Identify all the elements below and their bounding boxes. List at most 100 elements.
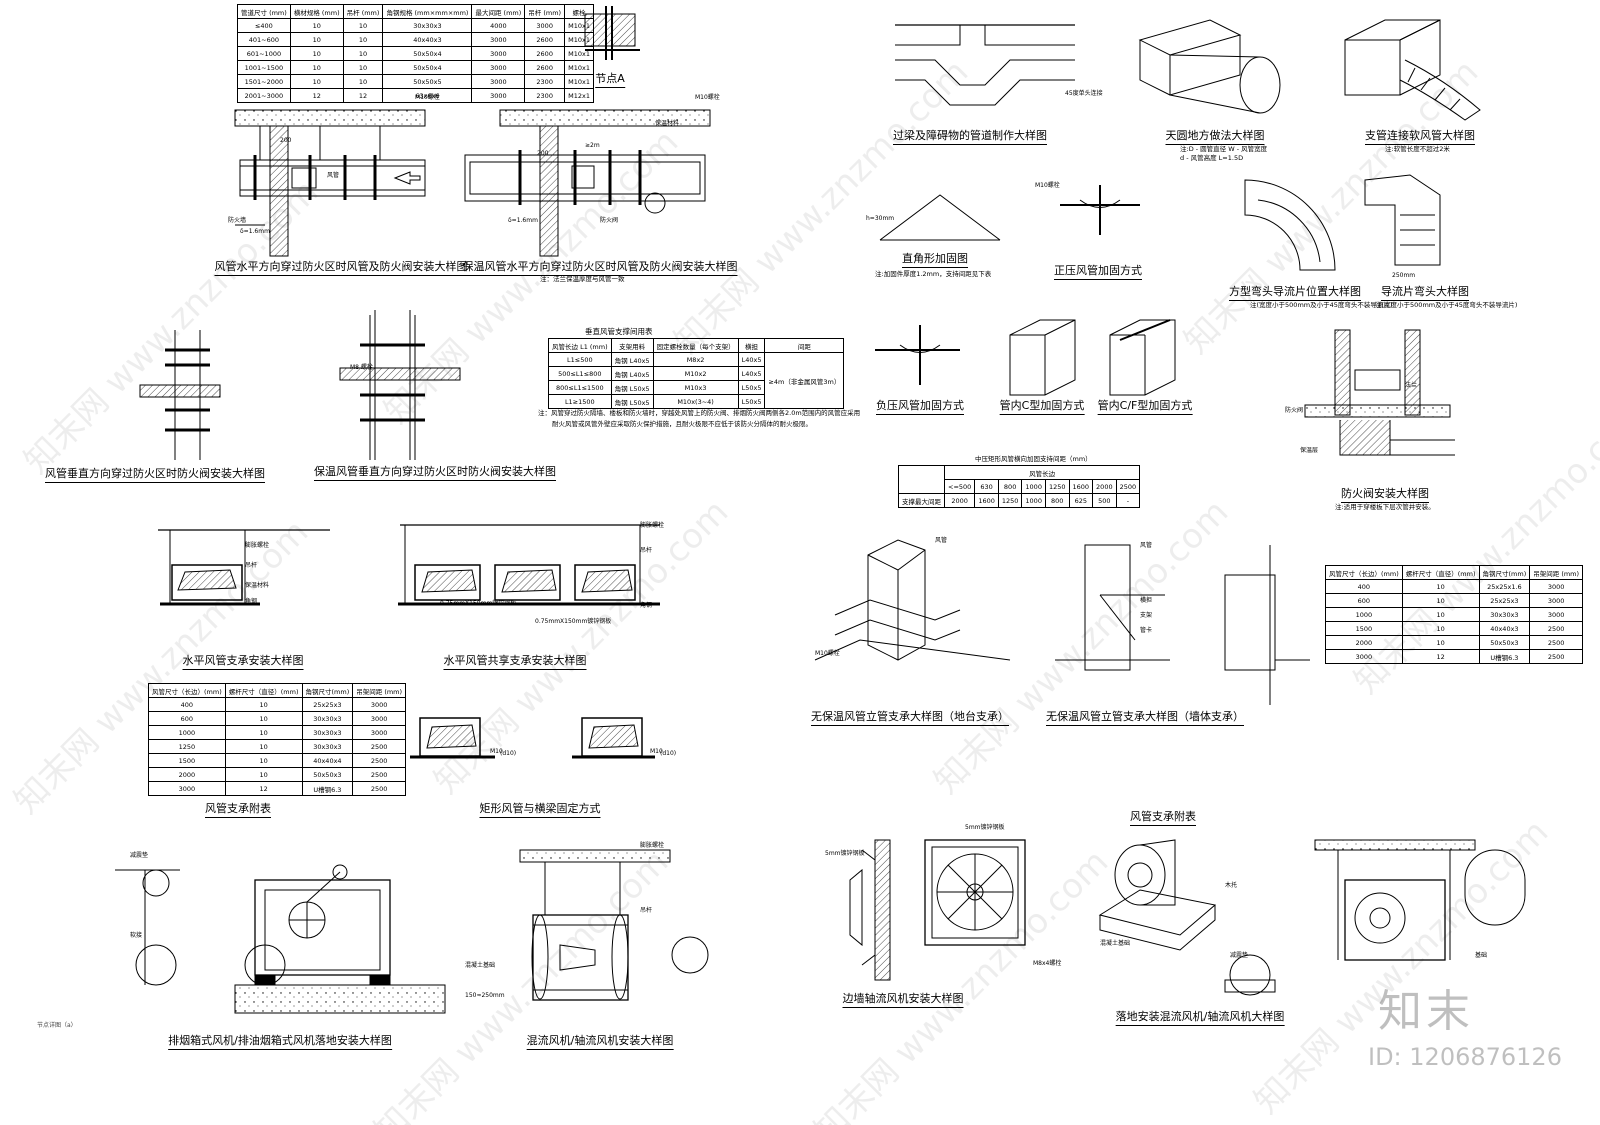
cell: M10x2 (652, 366, 739, 381)
th-top-6: 螺栓 (564, 4, 594, 19)
cell: 10 (289, 32, 344, 47)
caption-square-elbow: 方型弯头导流片位置大样图 (1229, 283, 1361, 301)
cell: 50x50x3 (301, 767, 354, 782)
cell: 10 (289, 18, 344, 33)
note-right-angle: 注:加固件厚度1.2mm，支持间距见下表 (875, 270, 992, 278)
cell: 10 (224, 711, 303, 726)
cell: 630 (974, 479, 999, 494)
label-insulation-2: 保温材料 (245, 582, 270, 589)
label-base: 基础 (1475, 952, 1488, 959)
label-m10-3: M10螺栓 (1035, 182, 1060, 189)
caption-support-table-2: 风管支承附表 (1130, 808, 1196, 826)
label-m8x4: M8x4螺栓 (1033, 960, 1062, 967)
th-top-5: 吊杆 (mm) (524, 4, 566, 19)
cell: 1600 (974, 493, 999, 508)
label-soft-1: 软接 (130, 932, 143, 939)
cell: U槽钢6.3 (301, 781, 354, 796)
label-hanger-2: 吊杆 (640, 547, 653, 554)
floor-mixed-drawing (1098, 839, 1217, 951)
cell: 1500 (148, 753, 226, 768)
cell: 30x30x3 (301, 725, 354, 740)
cell: 2600 (524, 32, 566, 47)
label-duct-2: 风管 (935, 537, 948, 544)
cell: 角钢 L50x5 (610, 380, 654, 395)
cf-type-drawing (1109, 319, 1176, 396)
cell: 10 (224, 697, 303, 712)
cell: 10 (342, 18, 384, 33)
cell: 角钢 L40x5 (610, 366, 654, 381)
cell: 2600 (524, 46, 566, 61)
cell: L1≥1500 (548, 394, 612, 409)
caption-h-support: 水平风管支承安装大样图 (183, 652, 304, 670)
note-fire-damper: 注:适用于穿楼板下层次管井安装。 (1335, 503, 1435, 511)
note-branch: 注:软管长度不超过2米 (1385, 145, 1450, 153)
caption-h-shared: 水平风管共享支承安装大样图 (444, 652, 587, 670)
cell: 2500 (1529, 649, 1584, 664)
label-steel-band-1: 0.75mmX150mm镀锌钢板 (440, 600, 517, 607)
h-support-drawing (158, 529, 330, 606)
cell: 3000 (471, 74, 526, 89)
cell: 2500 (352, 739, 407, 754)
cell: 3000 (1529, 593, 1584, 608)
cell: 500≤L1≤800 (548, 366, 612, 381)
caption-wall-fan: 边墙轴流风机安装大样图 (843, 990, 964, 1008)
caption-v-fire-insulated: 保温风管垂直方向穿过防火区时防火阀安装大样图 (314, 463, 556, 481)
label-flange: 法兰 (1405, 382, 1418, 389)
cell: 10 (289, 74, 344, 89)
cell: 1250 (997, 493, 1023, 508)
th-top-2: 吊杆 (mm) (342, 4, 384, 19)
mixed-fan-drawing (519, 849, 709, 1001)
table-support-2: 风管尺寸（长边）(mm) 螺杆尺寸（直径）(mm) 角钢尺寸(mm) 吊架间距 … (1325, 565, 1584, 664)
cell: 1001~1500 (237, 60, 291, 75)
label-dim5mm-1: 5mm镀锌钢板 (825, 850, 865, 857)
smoke-box-drawing (115, 864, 446, 1014)
label-dim250: 250mm (1392, 272, 1416, 279)
cell: 2000 (943, 493, 976, 508)
label-angle-2: 角钢 (640, 602, 653, 609)
label-wood: 木托 (1225, 882, 1238, 889)
cell: 3000 (352, 697, 407, 712)
cell: 40x40x4 (301, 753, 354, 768)
cell: 3000 (1325, 649, 1403, 664)
cell: M10x1 (564, 18, 594, 33)
cell: 10 (224, 739, 303, 754)
v-fire-zone-insulated-drawing (339, 310, 461, 460)
caption-pos-press: 正压风管加固方式 (1054, 262, 1142, 280)
cell: 625 (1068, 493, 1094, 508)
label-wall-1: 防火墙 (228, 217, 247, 224)
label-expansion-2: 膨胀螺栓 (640, 522, 665, 529)
pos-press-drawing (1060, 185, 1140, 235)
th-top-0: 管道尺寸 (mm) (237, 4, 291, 19)
cell: M10x1 (564, 46, 594, 61)
h-fire-zone-drawing (234, 109, 426, 257)
cell: <=500 (943, 479, 976, 494)
cell: L50x5 (737, 380, 766, 395)
label-ins-layer: 保温层 (1300, 447, 1319, 454)
cell: 10 (342, 60, 384, 75)
cell: 1000 (148, 725, 226, 740)
cell: 2000 (1092, 479, 1117, 494)
cell: 3000 (352, 725, 407, 740)
caption-vane-elbow: 导流片弯头大样图 (1381, 283, 1469, 301)
label-duct-1: 风管 (327, 172, 340, 179)
cell: 63x6x6 (382, 88, 473, 103)
rect-beam-drawing (410, 717, 655, 759)
cell: 2500 (352, 767, 407, 782)
cell: M12x1 (564, 88, 594, 103)
c-type-drawing (1009, 319, 1076, 396)
caption-cf-type: 管内C/F型加固方式 (1098, 397, 1193, 415)
square-elbow-drawing (1244, 179, 1336, 271)
cell: 601~1000 (237, 46, 291, 61)
cell: 2000 (148, 767, 226, 782)
